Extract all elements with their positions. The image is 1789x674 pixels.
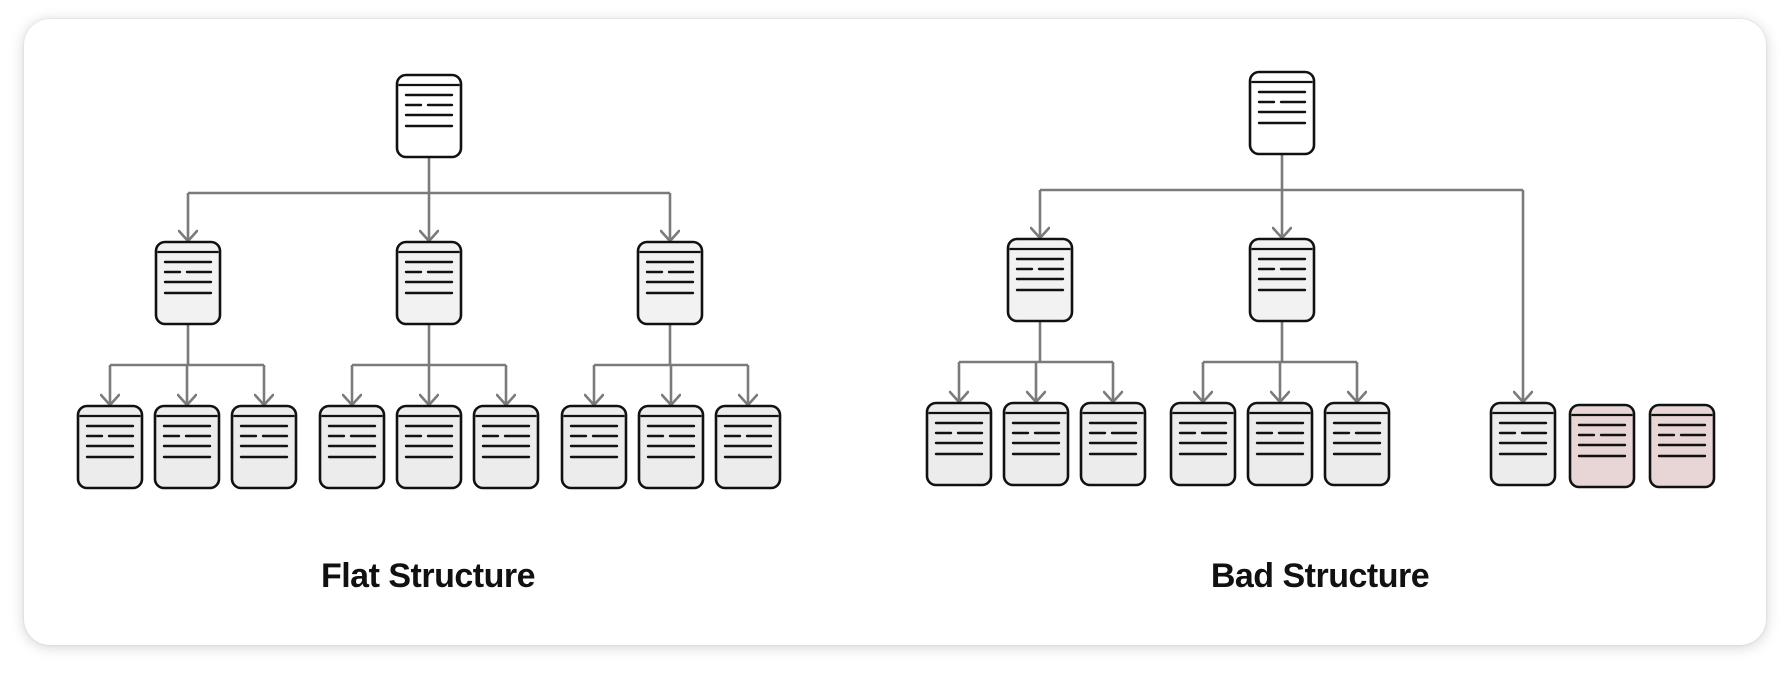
leaf-document-icon bbox=[1323, 401, 1391, 487]
leaf-document-icon bbox=[472, 404, 540, 490]
diagram-card bbox=[24, 19, 1766, 645]
leaf-document-icon bbox=[76, 404, 144, 490]
root-document-icon bbox=[1248, 70, 1316, 156]
leaf-document-icon bbox=[395, 404, 463, 490]
leaf-document-icon bbox=[318, 404, 386, 490]
misplaced-leaf-document-icon bbox=[1489, 401, 1557, 487]
category-document-icon bbox=[1248, 237, 1316, 323]
flat-structure-panel bbox=[76, 73, 782, 490]
leaf-document-icon bbox=[925, 401, 993, 487]
leaf-document-icon bbox=[1079, 401, 1147, 487]
category-document-icon bbox=[395, 240, 463, 326]
category-document-icon bbox=[154, 240, 222, 326]
leaf-document-icon bbox=[1002, 401, 1070, 487]
category-document-icon bbox=[1006, 237, 1074, 323]
bad-branch-connector bbox=[959, 321, 1113, 402]
leaf-document-icon bbox=[637, 404, 705, 490]
leaf-document-icon bbox=[714, 404, 782, 490]
bad-structure-panel bbox=[925, 70, 1716, 489]
bad-structure-title: Bad Structure bbox=[1211, 557, 1429, 595]
root-document-icon bbox=[395, 73, 463, 159]
leaf-document-icon bbox=[1169, 401, 1237, 487]
category-document-icon bbox=[636, 240, 704, 326]
leaf-document-icon bbox=[230, 404, 298, 490]
bad-root-connector bbox=[1040, 154, 1523, 402]
flat-structure-title: Flat Structure bbox=[321, 557, 535, 595]
flat-branch-connector bbox=[352, 324, 506, 405]
orphan-document-icon bbox=[1568, 403, 1636, 489]
leaf-document-icon bbox=[153, 404, 221, 490]
orphan-document-icon bbox=[1648, 403, 1716, 489]
flat-branch-connector bbox=[594, 324, 748, 405]
leaf-document-icon bbox=[560, 404, 628, 490]
bad-branch-connector bbox=[1203, 321, 1357, 402]
flat-root-connector bbox=[188, 157, 670, 241]
flat-branch-connector bbox=[110, 324, 264, 405]
leaf-document-icon bbox=[1246, 401, 1314, 487]
